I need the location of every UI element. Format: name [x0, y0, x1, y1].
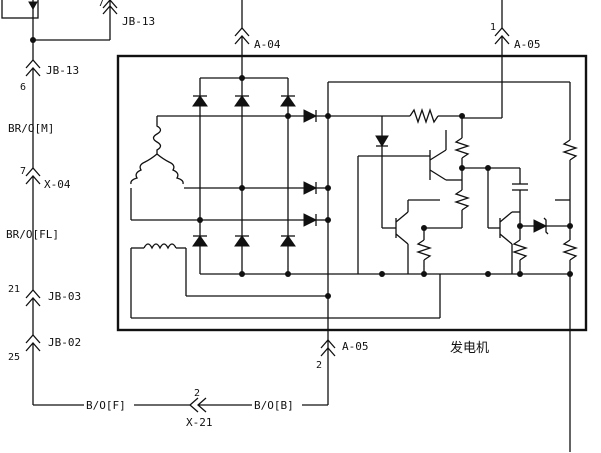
rectifier-bridge	[192, 75, 570, 277]
connector-a05-bottom-pin: 2	[316, 360, 322, 371]
generator-enclosure	[116, 54, 588, 332]
connector-x21-icon	[189, 397, 215, 413]
connector-a04-icon	[234, 27, 250, 46]
connector-jb03-icon	[25, 289, 41, 310]
connector-jb02-label: JB-02	[48, 336, 81, 349]
exciter-diodes	[303, 109, 331, 227]
connector-x04-pin: 7	[20, 166, 26, 177]
rotor-coil-icon	[130, 243, 441, 319]
connector-jb13-top-pin: 7	[98, 0, 104, 9]
connector-jb02-pin: 25	[8, 352, 20, 363]
stator-winding-icon	[130, 115, 328, 221]
connector-jb13-left-icon	[25, 59, 41, 82]
connector-jb02-icon	[25, 334, 41, 355]
generator-label: 发电机	[450, 340, 489, 356]
connector-a05-bottom-label: A-05	[342, 340, 369, 353]
connector-a05-top-pin: 1	[490, 22, 496, 33]
connector-x04-icon	[25, 167, 41, 192]
connector-jb03-pin: 21	[8, 284, 20, 295]
output-bus	[186, 81, 571, 360]
connector-x21-label: X-21	[186, 416, 213, 429]
wire-label-b-o-b: B/O[B]	[254, 399, 294, 412]
connector-a05-top-icon	[494, 27, 510, 46]
connector-x21-pin: 2	[194, 388, 200, 399]
connector-jb13-top-label: JB-13	[122, 15, 155, 28]
connector-jb03-label: JB-03	[48, 290, 81, 303]
connector-x04-label: X-04	[44, 178, 71, 191]
wire-label-br-o-fl: BR/O[FL]	[6, 228, 59, 241]
connector-jb13-left-pin: 6	[20, 82, 26, 93]
wire-label-b-o-f: B/O[F]	[86, 399, 126, 412]
connector-a05-top-label: A-05	[514, 38, 541, 51]
connector-jb13-left-label: JB-13	[46, 64, 79, 77]
wire-label-br-o-m: BR/O[M]	[8, 122, 54, 135]
top-feed-wires	[241, 0, 503, 119]
voltage-regulator	[357, 107, 579, 452]
fuse-box	[1, 0, 39, 19]
connector-jb13-top-icon	[102, 0, 118, 22]
connector-a04-label: A-04	[254, 38, 281, 51]
connector-a05-bottom-icon	[320, 339, 336, 357]
left-harness-wire	[30, 0, 329, 406]
